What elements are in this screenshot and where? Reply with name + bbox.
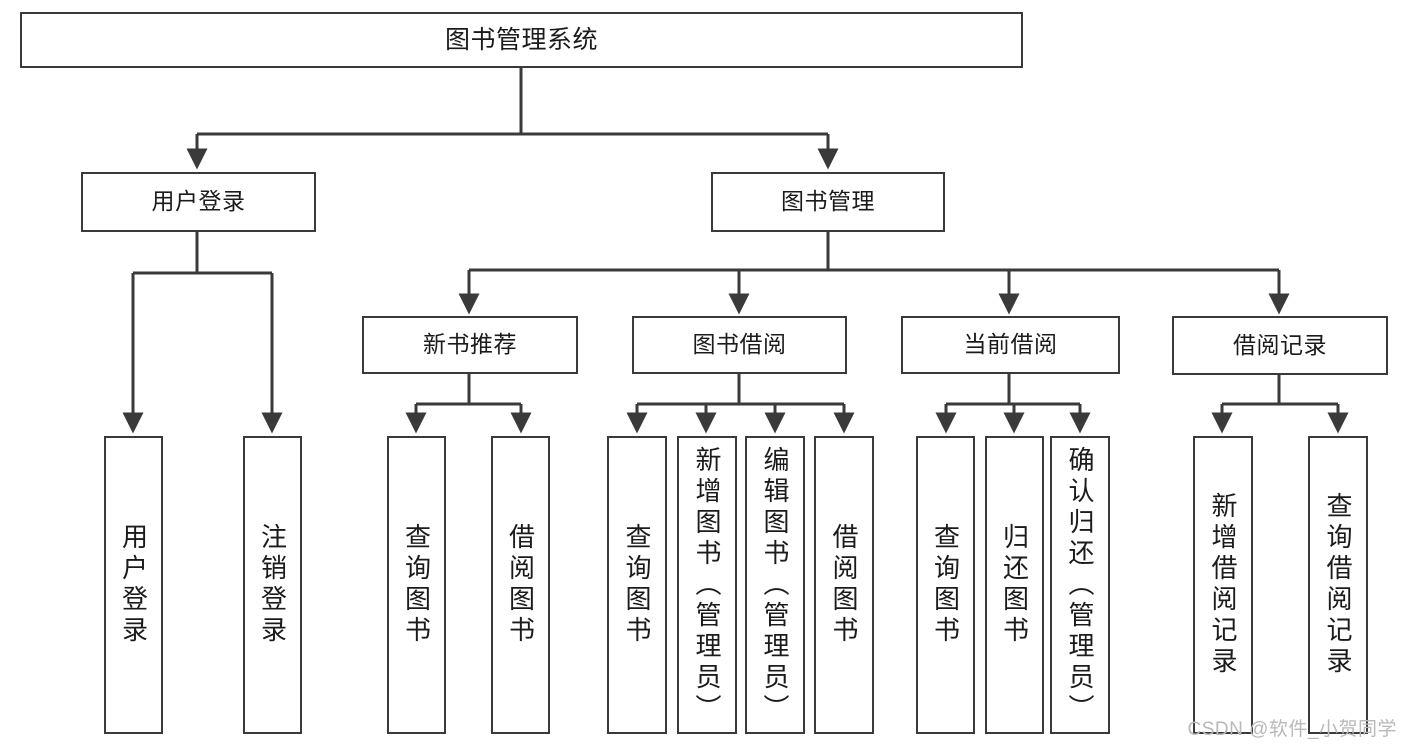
node-label: 查询图书 — [930, 523, 961, 647]
node-root-book-management-system[interactable]: 图书管理系统 — [20, 12, 1023, 68]
node-current-borrow[interactable]: 当前借阅 — [901, 316, 1120, 374]
leaf-borrow-book-recommend[interactable]: 借阅图书 — [491, 436, 550, 734]
leaf-confirm-return-admin[interactable]: 确认归还（管理员） — [1050, 436, 1110, 734]
node-label: 注销登录 — [257, 523, 288, 647]
leaf-logout-login[interactable]: 注销登录 — [243, 436, 302, 734]
node-label: 图书管理 — [781, 188, 875, 215]
node-label: 新增图书（管理员） — [692, 446, 722, 725]
node-book-management[interactable]: 图书管理 — [711, 172, 945, 232]
node-label: 图书借阅 — [692, 331, 787, 358]
node-new-book-recommend[interactable]: 新书推荐 — [362, 316, 578, 374]
leaf-query-borrow-record[interactable]: 查询借阅记录 — [1308, 436, 1368, 734]
leaf-edit-book-admin[interactable]: 编辑图书（管理员） — [745, 436, 805, 734]
leaf-user-login[interactable]: 用户登录 — [104, 436, 163, 734]
node-label: 编辑图书（管理员） — [760, 446, 790, 725]
node-label: 查询借阅记录 — [1323, 492, 1353, 678]
leaf-add-borrow-record[interactable]: 新增借阅记录 — [1193, 436, 1253, 734]
node-label: 查询图书 — [622, 523, 652, 647]
leaf-query-book-recommend[interactable]: 查询图书 — [387, 436, 446, 734]
node-label: 归还图书 — [999, 523, 1030, 647]
node-label: 确认归还（管理员） — [1065, 446, 1095, 725]
node-label: 查询图书 — [401, 523, 432, 647]
node-label: 借阅图书 — [505, 523, 536, 647]
node-label: 借阅图书 — [829, 523, 859, 647]
leaf-query-book-current[interactable]: 查询图书 — [916, 436, 975, 734]
node-book-borrow[interactable]: 图书借阅 — [632, 316, 847, 374]
leaf-return-book[interactable]: 归还图书 — [985, 436, 1044, 734]
node-label: 新增借阅记录 — [1208, 492, 1238, 678]
leaf-query-book-borrow[interactable]: 查询图书 — [607, 436, 667, 734]
node-label: 新书推荐 — [423, 331, 517, 358]
node-label: 用户登录 — [151, 188, 246, 215]
csdn-watermark: CSDN @软件_小贺同学 — [1187, 719, 1397, 740]
leaf-borrow-book-borrow[interactable]: 借阅图书 — [814, 436, 874, 734]
node-borrow-record[interactable]: 借阅记录 — [1172, 316, 1388, 375]
node-label: 当前借阅 — [963, 331, 1058, 358]
node-label: 借阅记录 — [1233, 331, 1327, 358]
node-label: 图书管理系统 — [444, 26, 598, 54]
leaf-add-book-admin[interactable]: 新增图书（管理员） — [677, 436, 737, 734]
node-label: 用户登录 — [118, 523, 149, 647]
node-user-login[interactable]: 用户登录 — [81, 172, 316, 232]
